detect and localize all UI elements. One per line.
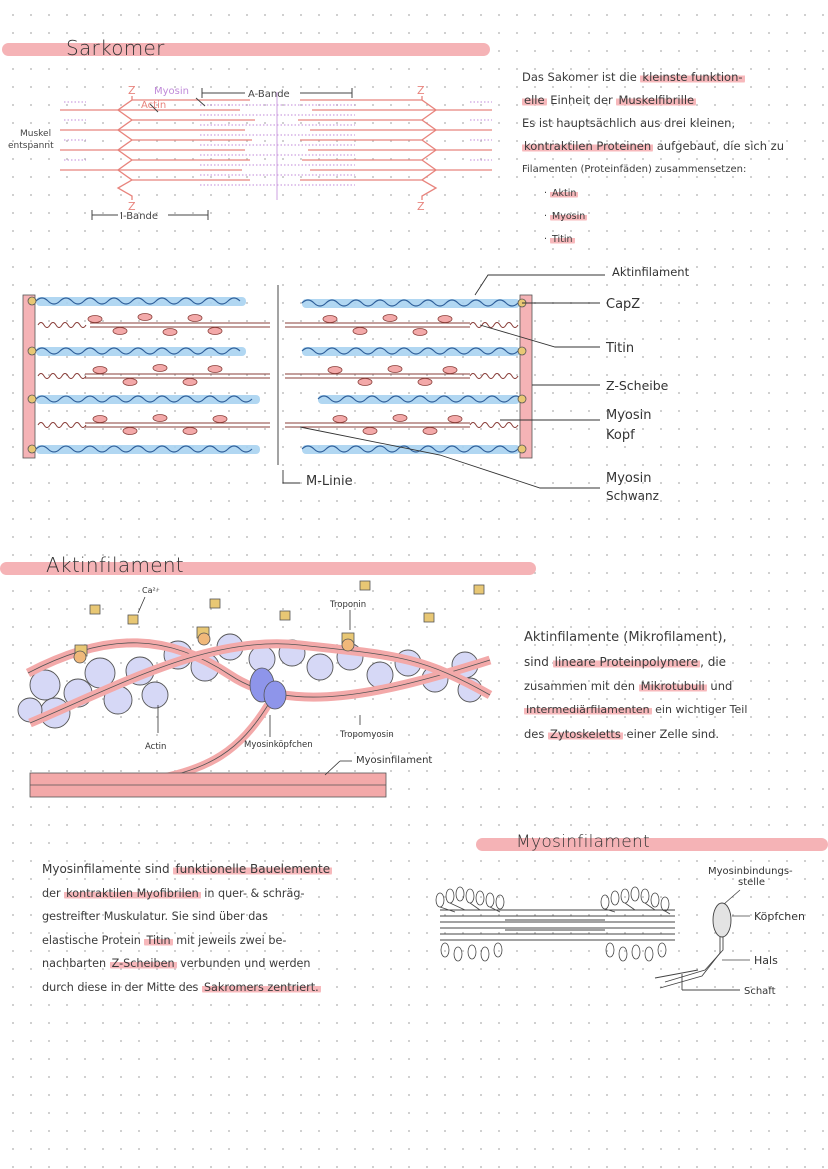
title-highlight-myosinfilament xyxy=(476,838,828,851)
z-label-left-top: Z xyxy=(128,84,136,97)
actin-filament-diagram: Ca²⁺ Troponin Actin Myosinköpfchen Tropo… xyxy=(17,580,493,798)
list-item-aktin: Aktin xyxy=(550,188,579,199)
sarkomer-intro: Das Sakomer ist die kleinste funktion- e… xyxy=(522,70,784,175)
aktinfilament-text: Aktinfilamente (Mikrofilament), sind lin… xyxy=(524,630,748,741)
sarcomere-schematic: Z Z Z Z Actin Myosin A-Bande I-Bande Mus… xyxy=(8,84,492,222)
myosin-filament-diagram: Myosinbindungs- stelle Köpfchen Hals Sch… xyxy=(435,866,805,997)
label-myosin-schwanz-2: Schwanz xyxy=(606,489,659,503)
myosin-heads-label: Myosinköpfchen xyxy=(244,740,313,750)
label-capz: CapZ xyxy=(606,297,640,312)
label-myosinbindungsstelle-2: stelle xyxy=(738,877,765,888)
label-myosin-schwanz-1: Myosin xyxy=(606,471,652,486)
label-aktinfilament: Aktinfilament xyxy=(612,265,690,279)
title-highlight-aktinfilament xyxy=(0,562,536,575)
label-myosin-kopf-1: Myosin xyxy=(606,408,652,423)
actin-label: Actin xyxy=(141,100,166,111)
title-highlight-sarkomer xyxy=(2,43,490,56)
z-label-right-top: Z xyxy=(417,84,425,97)
label-koepfchen: Köpfchen xyxy=(754,910,805,923)
list-item-myosin: Myosin xyxy=(550,211,588,222)
tropomyosin-label: Tropomyosin xyxy=(339,730,394,740)
actin-g-label: Actin xyxy=(145,742,166,752)
list-item-titin: Titin xyxy=(550,234,575,245)
section-title-aktinfilament: Aktinfilament xyxy=(46,553,184,577)
label-titin: Titin xyxy=(605,341,634,356)
label-hals: Hals xyxy=(754,954,778,967)
protein-list: · Aktin · Myosin · Titin xyxy=(544,188,588,245)
label-myosin-kopf-2: Kopf xyxy=(606,428,635,443)
z-label-left-bottom: Z xyxy=(128,200,136,213)
sarcomere-detail-diagram: Aktinfilament CapZ Titin Z-Scheibe Myosi… xyxy=(22,265,690,503)
myosinfilament-label: Myosinfilament xyxy=(356,755,432,766)
label-m-linie: M-Linie xyxy=(306,474,353,489)
troponin-label: Troponin xyxy=(329,600,366,610)
a-band-label: A-Bande xyxy=(248,89,290,100)
myosin-label: Myosin xyxy=(154,86,189,97)
muscle-state-label-2: entspannt xyxy=(8,141,54,151)
myosinfilament-text: Myosinfilamente sind funktionelle Bauele… xyxy=(42,862,333,994)
z-disk-left xyxy=(22,294,36,459)
z-disk-right xyxy=(519,294,533,459)
section-title-myosinfilament: Myosinfilament xyxy=(516,832,650,852)
i-band-label: I-Bande xyxy=(120,211,158,222)
muscle-state-label-1: Muskel xyxy=(20,129,51,139)
label-z-scheibe: Z-Scheibe xyxy=(606,378,669,393)
section-title-sarkomer: Sarkomer xyxy=(66,36,165,60)
label-schaft: Schaft xyxy=(744,986,776,997)
label-myosinbindungsstelle-1: Myosinbindungs- xyxy=(708,866,793,877)
z-label-right-bottom: Z xyxy=(417,200,425,213)
ca-label: Ca²⁺ xyxy=(142,586,160,595)
